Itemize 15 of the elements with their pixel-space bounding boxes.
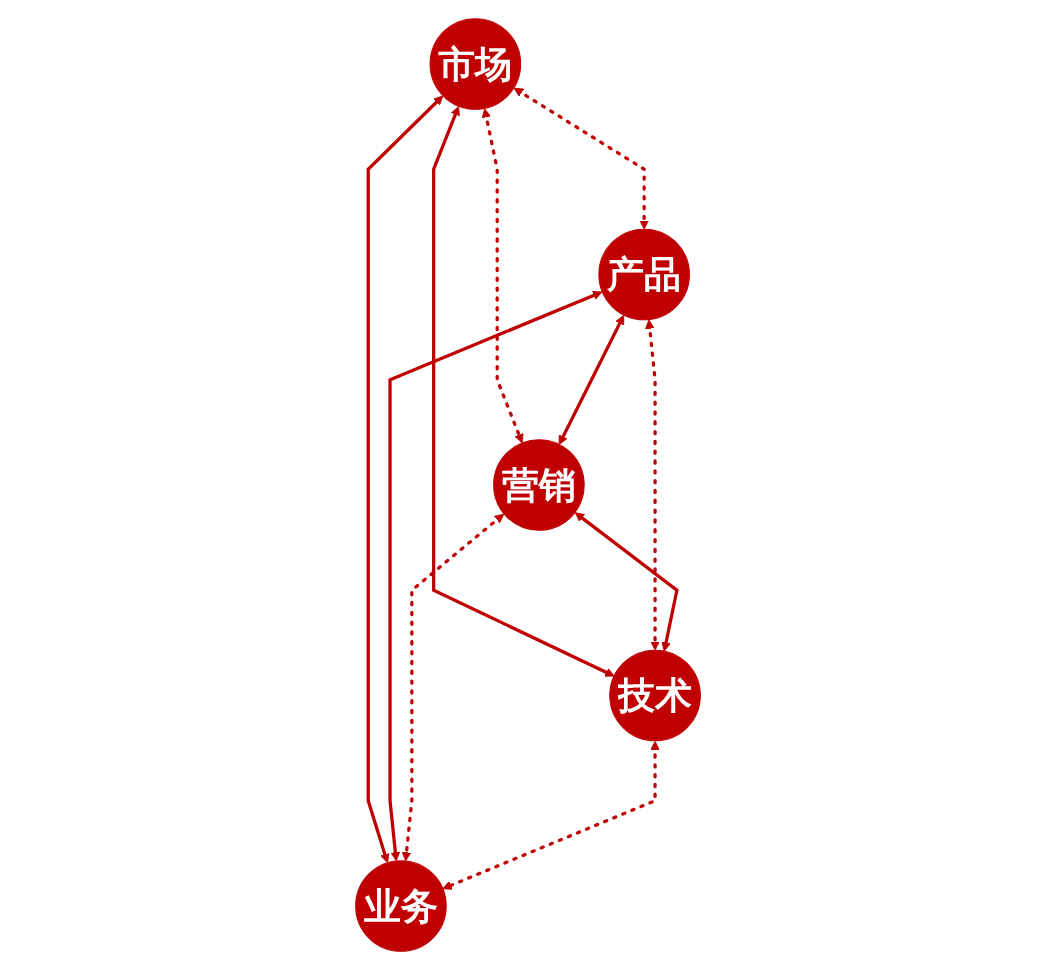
arrow xyxy=(513,87,649,230)
arrow xyxy=(388,290,603,861)
arrow xyxy=(432,105,615,677)
node-circle xyxy=(598,228,690,320)
arrow xyxy=(558,314,625,445)
node-circle xyxy=(429,17,522,110)
node-circle xyxy=(493,438,585,531)
arrow xyxy=(366,95,444,863)
node-circle xyxy=(355,859,447,952)
arrow xyxy=(401,513,505,861)
node-circle xyxy=(609,649,701,741)
arrow xyxy=(574,511,679,652)
arrow xyxy=(481,107,524,443)
arrow xyxy=(442,740,660,890)
arrow xyxy=(645,319,660,651)
